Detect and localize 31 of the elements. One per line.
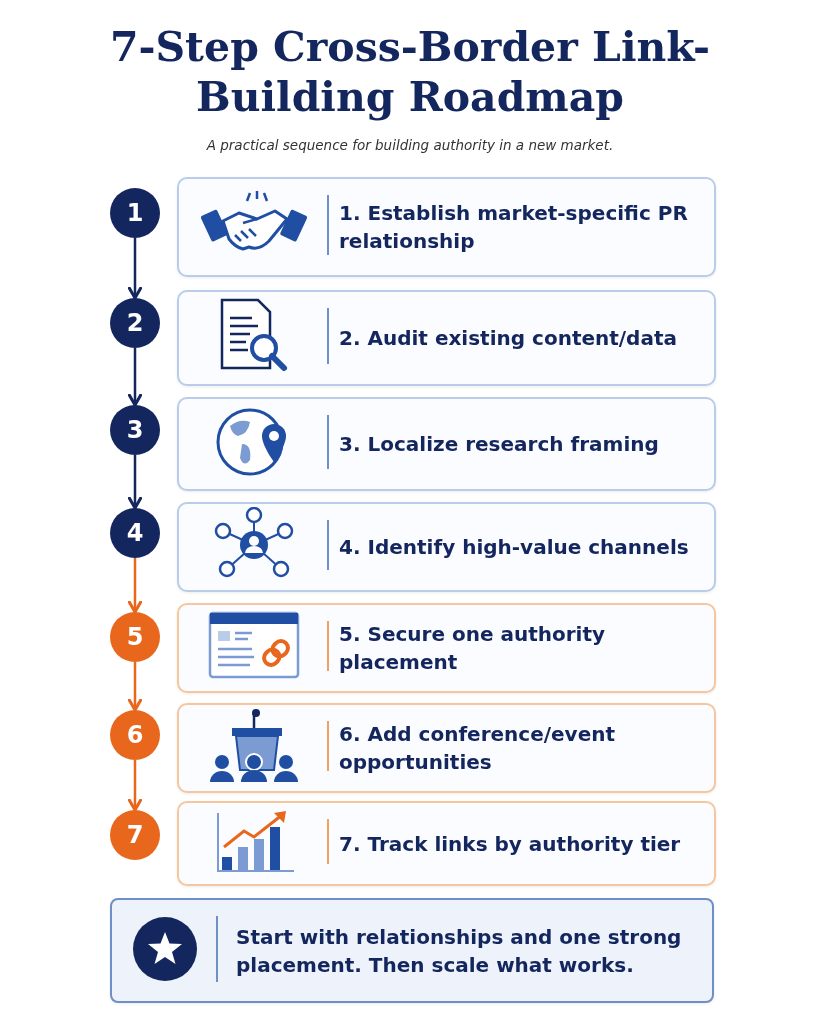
step-text: 3. Localize research framing — [339, 431, 660, 458]
summary-text: Start with relationships and one strong placement. Then scale what works. — [236, 923, 683, 979]
step-card — [177, 397, 716, 491]
step-text: 2. Audit existing content/data — [339, 325, 678, 352]
step-card — [177, 703, 716, 793]
step-number-circle: 1 — [110, 188, 160, 238]
step-text: 6. Add conference/event opportunities — [339, 721, 616, 776]
step-number-circle: 3 — [110, 405, 160, 455]
summary-box — [110, 898, 714, 1003]
arrow — [127, 455, 143, 510]
subtitle: A practical sequence for building authority in a new market. — [205, 137, 615, 153]
step-card — [177, 502, 716, 592]
step-number-circle: 7 — [110, 810, 160, 860]
step-text: 4. Identify high-value channels — [339, 534, 690, 561]
arrow — [127, 558, 143, 614]
step-text: 5. Secure one authority placement — [339, 621, 607, 676]
arrow — [127, 348, 143, 407]
title: 7-Step Cross-Border Link-Building Roadmap — [108, 22, 712, 122]
arrow — [127, 760, 143, 812]
step-card — [177, 290, 716, 386]
step-number-circle: 2 — [110, 298, 160, 348]
step-number-circle: 4 — [110, 508, 160, 558]
step-text: 7. Track links by authority tier — [339, 830, 682, 858]
arrow — [127, 662, 143, 712]
step-card — [177, 177, 716, 277]
step-card — [177, 801, 716, 886]
step-number-circle: 5 — [110, 612, 160, 662]
step-number-circle: 6 — [110, 710, 160, 760]
step-text: 1. Establish market-specific PR relationship — [339, 200, 689, 255]
step-card — [177, 603, 716, 693]
arrow — [127, 238, 143, 300]
